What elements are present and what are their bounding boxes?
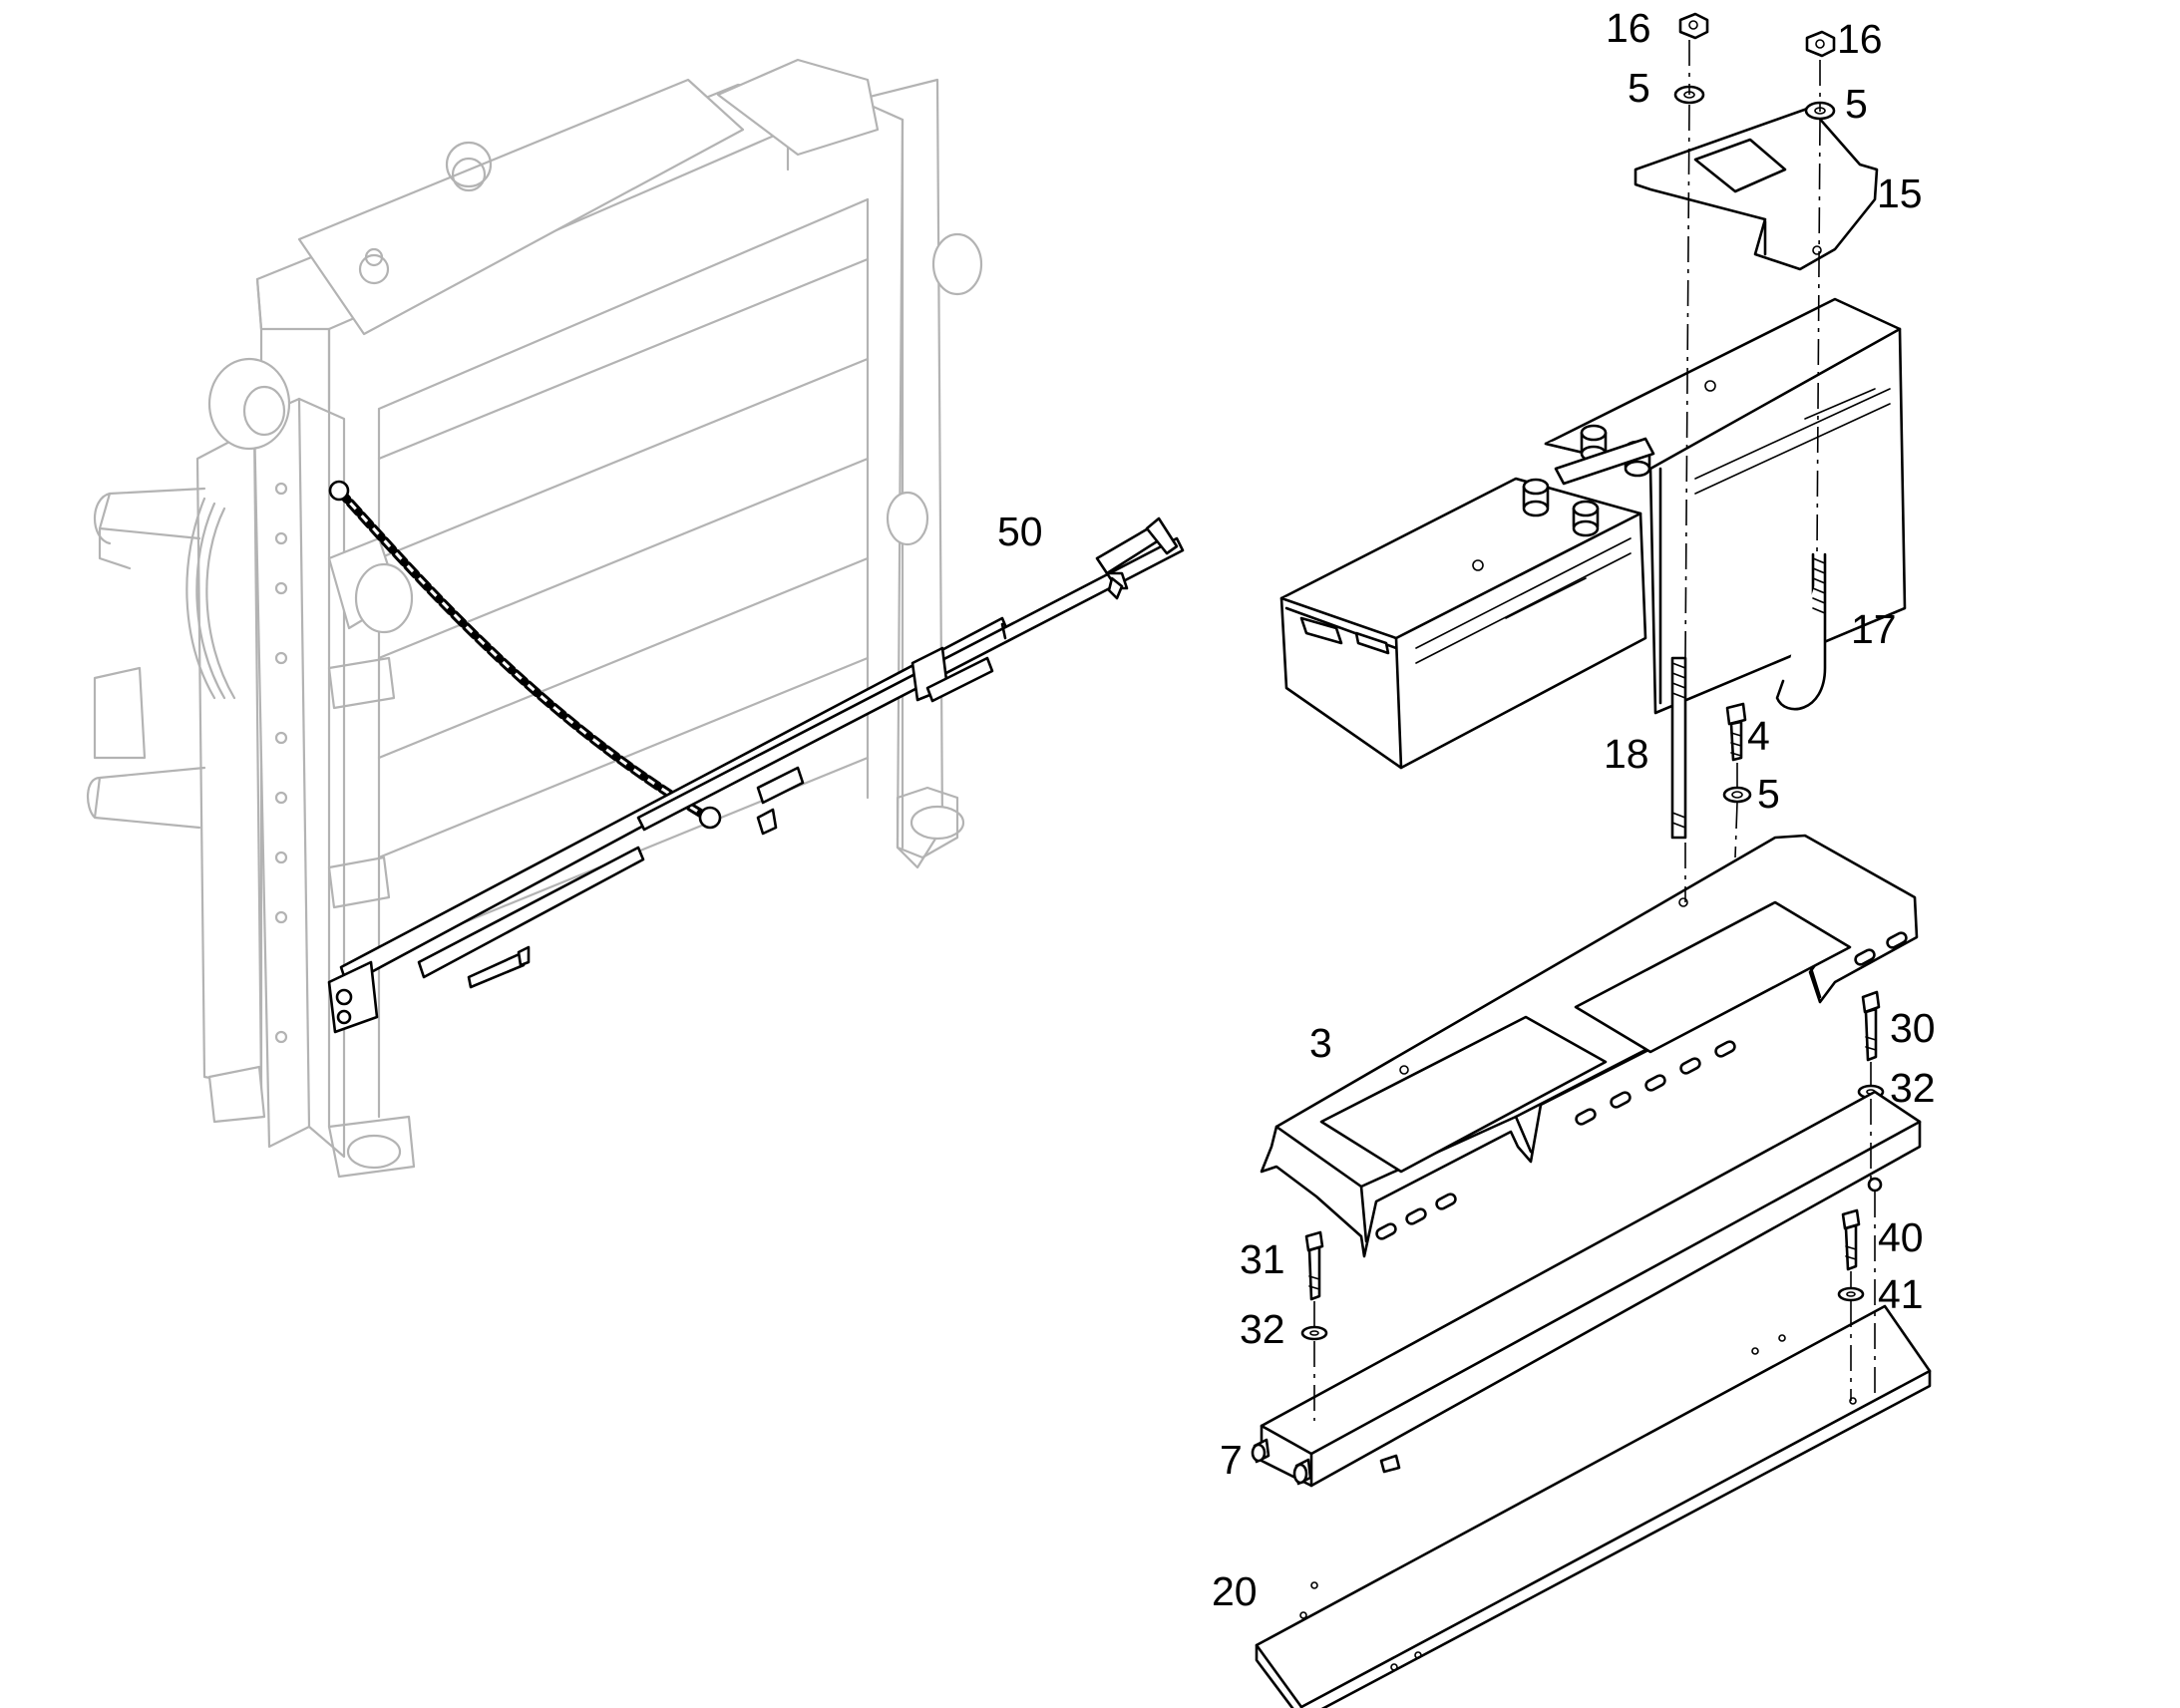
tray-slots xyxy=(1375,931,1908,1240)
callout-50: 50 xyxy=(997,509,1043,554)
callout-16-left: 16 xyxy=(1606,5,1651,51)
part-30-bolt xyxy=(1857,990,1885,1100)
callout-20: 20 xyxy=(1212,1568,1258,1614)
callout-5-lower: 5 xyxy=(1757,771,1780,817)
part-15-hold-down-plate xyxy=(1634,106,1879,271)
callout-41: 41 xyxy=(1878,1271,1924,1317)
callout-32-left: 32 xyxy=(1240,1306,1285,1352)
part-40-bolt xyxy=(1837,1208,1865,1302)
chain-and-prop-rod xyxy=(327,480,1185,1034)
callout-7: 7 xyxy=(1220,1437,1243,1483)
callout-5-right: 5 xyxy=(1845,81,1868,127)
callout-labels: 16 16 5 5 15 50 17 18 4 5 3 30 32 31 40 … xyxy=(997,5,1936,1614)
callout-31: 31 xyxy=(1240,1236,1285,1282)
battery-pair xyxy=(1279,297,1907,770)
radiator-assembly xyxy=(87,58,983,1179)
callout-40: 40 xyxy=(1878,1214,1924,1260)
callout-15: 15 xyxy=(1877,171,1923,216)
assembly-center-lines xyxy=(1313,40,1876,1421)
callout-3: 3 xyxy=(1309,1020,1332,1066)
callout-4: 4 xyxy=(1747,713,1770,759)
part-31-bolt xyxy=(1300,1230,1328,1341)
callout-32-right: 32 xyxy=(1890,1065,1936,1111)
callout-18: 18 xyxy=(1604,731,1649,777)
callout-16-right: 16 xyxy=(1837,16,1883,62)
callout-17: 17 xyxy=(1851,606,1897,652)
part-18-threaded-stud xyxy=(1670,656,1687,840)
part-20-base-plate xyxy=(1255,1304,1932,1708)
top-fasteners xyxy=(1673,12,1836,121)
callout-5-left: 5 xyxy=(1628,65,1650,111)
part-4-screw xyxy=(1722,702,1752,804)
callout-30: 30 xyxy=(1890,1005,1936,1051)
part-17-j-bolt xyxy=(1775,552,1827,711)
part-7-support-rail xyxy=(1251,1090,1922,1488)
part-3-battery-tray xyxy=(1260,834,1919,1258)
